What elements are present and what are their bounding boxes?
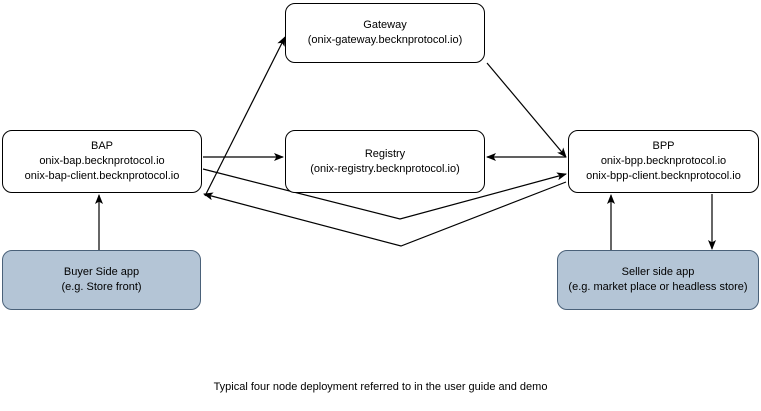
bap-node-line-3: onix-bap-client.becknprotocol.io xyxy=(24,170,180,182)
gateway-node[interactable]: Gateway (onix-gateway.becknprotocol.io) xyxy=(285,3,485,63)
gateway-node-line-2: (onix-gateway.becknprotocol.io) xyxy=(307,34,463,46)
bpp-node-line-2: onix-bpp.becknprotocol.io xyxy=(600,155,727,167)
bpp-node[interactable]: BPP onix-bpp.becknprotocol.io onix-bpp-cli… xyxy=(568,130,759,193)
seller-side-app-node-line-1: Seller side app xyxy=(621,266,695,278)
registry-node-line-1: Registry xyxy=(364,147,406,160)
registry-node-line-2: (onix-registry.becknprotocol.io) xyxy=(310,162,460,175)
edge-gateway-to-bpp xyxy=(486,62,567,158)
registry-node[interactable]: Registry (onix-registry.becknprotocol.io) xyxy=(285,130,485,193)
diagram-caption: Typical four node deployment referred to… xyxy=(213,381,548,393)
edge-bap-to-gateway xyxy=(204,36,286,197)
bpp-node-line-3: onix-bpp-client.becknprotocol.io xyxy=(586,170,741,182)
gateway-node-line-1: Gateway xyxy=(363,19,407,31)
buyer-side-app-node-line-1: Buyer Side app xyxy=(63,266,140,278)
bpp-node-line-1: BPP xyxy=(652,140,675,152)
seller-side-app-node[interactable]: Seller side app (e.g. market place or hea… xyxy=(557,250,759,310)
buyer-side-app-node[interactable]: Buyer Side app (e.g. Store front) xyxy=(2,250,201,310)
bap-node-line-1: BAP xyxy=(90,140,113,152)
bap-node[interactable]: BAP onix-bap.becknprotocol.io onix-bap-cli… xyxy=(2,130,202,193)
buyer-side-app-node-line-2: (e.g. Store front) xyxy=(61,281,142,293)
seller-side-app-node-line-2: (e.g. market place or headless store) xyxy=(568,281,748,293)
bap-node-line-2: onix-bap.becknprotocol.io xyxy=(39,155,165,167)
